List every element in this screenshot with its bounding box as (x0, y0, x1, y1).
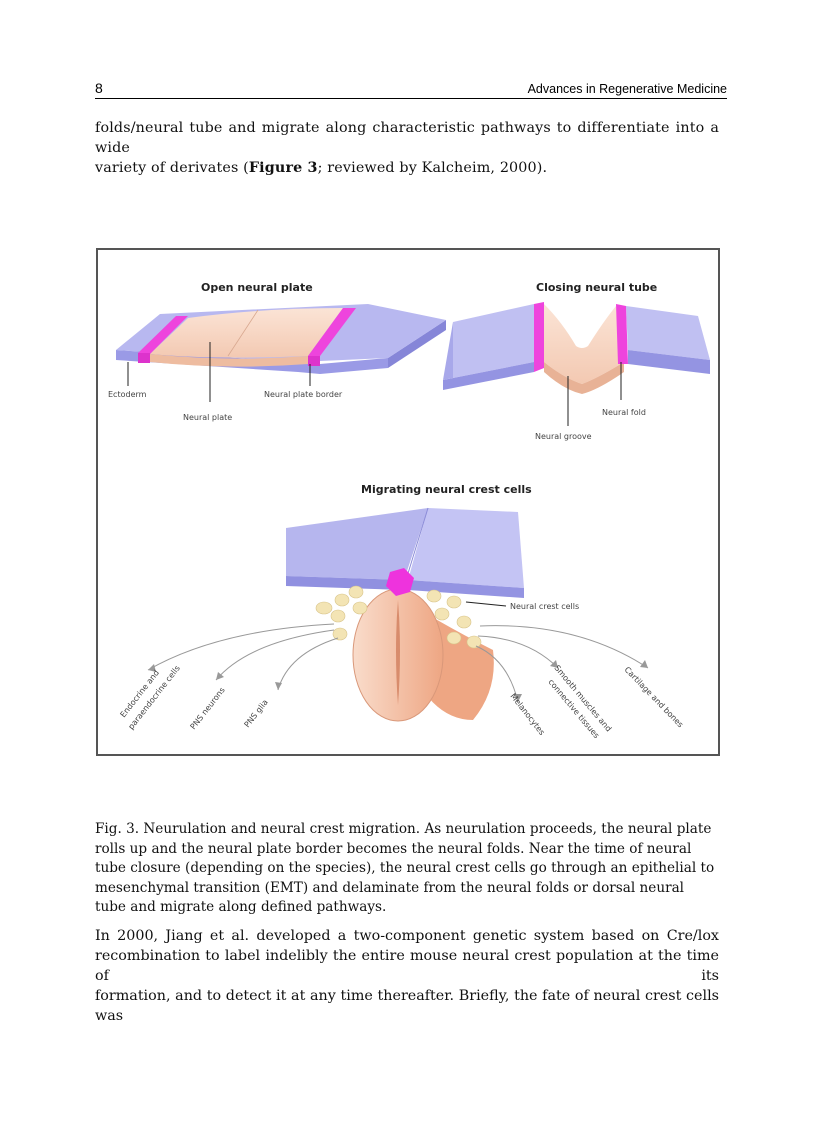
ectoderm-seam (405, 507, 429, 581)
crest-cell (348, 585, 364, 599)
arrowhead (275, 682, 282, 690)
migrating-ectoderm-left-side (286, 576, 404, 590)
neural-tube-lumen (396, 600, 400, 705)
panel-open-neural-plate: Open neural plate (108, 281, 446, 422)
body-line-2: recombination to label indelibly the ent… (95, 948, 719, 984)
body-line-3: formation, and to detect it at any time … (95, 988, 719, 1024)
figure-3-neurulation: Open neural plate (96, 248, 720, 756)
panel-closing-neural-tube: Closing neural tube Neural fold Neural g (443, 281, 710, 441)
figure-caption: Fig. 3. Neurulation and neural crest mig… (95, 821, 715, 915)
title-open-neural-plate: Open neural plate (201, 281, 313, 294)
page-number: 8 (95, 80, 103, 96)
neural-crest-cells-group (315, 585, 482, 649)
crest-cell (352, 601, 368, 615)
body-paragraph: In 2000, Jiang et al. developed a two-co… (95, 926, 719, 1026)
migrating-ectoderm-right-side (408, 580, 524, 598)
panel-migrating-neural-crest: Migrating neural crest cells (118, 483, 684, 740)
neural-crest-delamination-cluster (386, 568, 414, 596)
arrowhead (514, 694, 522, 702)
intro-line-2-pre: variety of derivates ( (95, 160, 249, 176)
intro-line-2-post: ; reviewed by Kalcheim, 2000). (317, 160, 548, 176)
left-fold-edge (443, 322, 453, 380)
label-neural-groove: Neural groove (535, 432, 592, 441)
label-pns-glia: PNS glia (242, 698, 269, 730)
crest-cell (456, 615, 472, 629)
neural-groove-surface (544, 304, 624, 384)
neural-fold-right (616, 304, 628, 364)
arrowhead (640, 660, 648, 668)
migration-pathways (147, 623, 649, 703)
label-neural-fold: Neural fold (602, 408, 646, 417)
label-cartilage: Cartilage and bones (623, 665, 685, 729)
pathway-pns-neurons (215, 629, 335, 681)
migrating-ectoderm-right-top (408, 508, 524, 588)
right-fold-top (626, 306, 710, 360)
label-pns-neurons: PNS neurons (188, 686, 226, 732)
label-neural-plate: Neural plate (183, 413, 232, 422)
body-line-1: In 2000, Jiang et al. developed a two-co… (95, 928, 719, 944)
label-ectoderm: Ectoderm (108, 390, 147, 399)
arrowhead (148, 664, 156, 672)
crest-cell (426, 589, 442, 603)
arrowhead (550, 660, 558, 668)
crest-cell (446, 595, 462, 609)
crest-cell (434, 607, 450, 621)
intro-line-1: folds/neural tube and migrate along char… (95, 120, 719, 156)
migration-arrowheads (148, 660, 648, 702)
neural-plate-border-right (308, 308, 356, 356)
title-closing-neural-tube: Closing neural tube (536, 281, 657, 294)
figure-reference: Figure 3 (248, 160, 318, 176)
running-header: 8 Advances in Regenerative Medicine (95, 80, 727, 99)
journal-title: Advances in Regenerative Medicine (527, 82, 727, 96)
crest-cell (330, 609, 346, 623)
arrowhead (216, 672, 224, 680)
pathway-endocrine (147, 623, 335, 671)
left-fold-top (453, 304, 534, 378)
crest-cell (332, 627, 348, 641)
neural-plate-midline (227, 309, 259, 357)
neural-plate-border-left-face (138, 353, 150, 363)
intro-paragraph: folds/neural tube and migrate along char… (95, 118, 719, 178)
pathway-pns-glia (277, 637, 339, 691)
neural-fold-left (534, 302, 544, 372)
crest-cell (334, 593, 350, 607)
crest-cell (446, 631, 462, 645)
pointer-neural-crest-cells (465, 601, 507, 607)
label-neural-plate-border: Neural plate border (264, 390, 343, 399)
title-migrating-neural-crest-cells: Migrating neural crest cells (361, 483, 532, 496)
neurulation-diagram: Open neural plate (108, 281, 710, 740)
pathway-smooth-muscles (477, 635, 559, 669)
neural-plate-surface (150, 308, 343, 358)
neural-groove-underside (544, 362, 624, 394)
label-melanocytes: Melanocytes (508, 692, 546, 737)
neural-plate-border-left (138, 316, 188, 354)
ectoderm-right-face (388, 320, 446, 368)
neural-plate-front (150, 354, 308, 367)
migrating-ectoderm-left-top (286, 508, 428, 580)
label-neural-crest-cells: Neural crest cells (510, 602, 579, 611)
crest-cell (315, 601, 333, 615)
ectoderm-front-face-right (320, 358, 388, 374)
pathway-cartilage (479, 625, 649, 669)
right-fold-side (628, 350, 710, 374)
crest-cell (466, 635, 482, 649)
left-fold-side (443, 362, 534, 390)
neural-plate-border-right-face (308, 356, 320, 366)
